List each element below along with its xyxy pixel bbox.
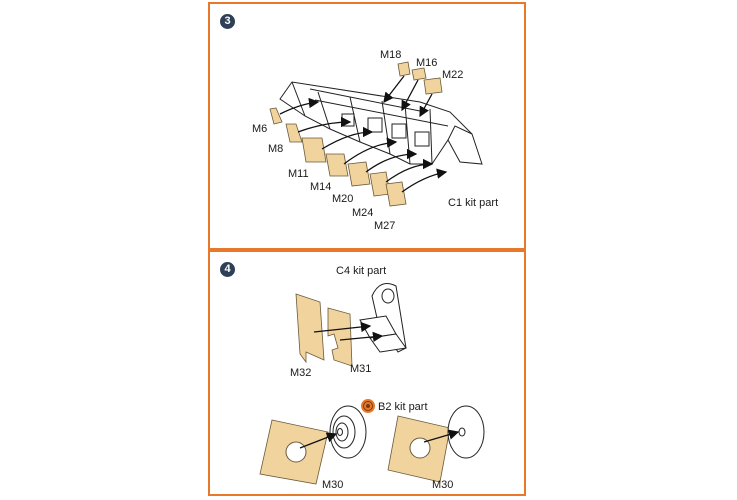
label-m30-left: M30 (322, 479, 343, 491)
b2-wheel-right (447, 405, 485, 459)
label-m30-right: M30 (432, 479, 453, 491)
label-m16: M16 (416, 57, 437, 69)
step-3-diagram: M18 M16 M22 M6 M8 M11 M14 M20 M24 M27 C1… (252, 49, 498, 232)
label-b2-kit-part: B2 kit part (378, 401, 428, 413)
step-3-panel: 3 (208, 2, 526, 250)
label-m32: M32 (290, 367, 311, 379)
mask-m6 (269, 107, 283, 125)
label-m11: M11 (288, 168, 309, 180)
label-m20: M20 (332, 193, 353, 205)
spiral-target-icon (361, 399, 375, 413)
mask-m32 (295, 293, 325, 364)
mask-m31 (327, 307, 353, 367)
label-m31: M31 (350, 363, 371, 375)
mask-m16 (411, 67, 427, 81)
label-m8: M8 (268, 143, 283, 155)
mask-m22 (423, 77, 443, 95)
mask-m8 (285, 123, 303, 143)
step-4-panel: 4 C4 kit part M32 M31 B2 kit part (208, 250, 526, 496)
mask-m18 (397, 61, 411, 77)
label-m24: M24 (352, 207, 373, 219)
label-m27: M27 (374, 220, 395, 232)
label-m14: M14 (310, 181, 331, 193)
mask-m20 (347, 161, 371, 187)
label-m18: M18 (380, 49, 401, 61)
b2-wheel-left (329, 405, 367, 459)
step-4-diagram: C4 kit part M32 M31 B2 kit part (259, 265, 485, 491)
mask-m14 (325, 153, 349, 177)
c4-kit-part (359, 283, 407, 353)
mask-m11 (301, 137, 327, 163)
label-m22: M22 (442, 69, 463, 81)
label-c4-kit-part: C4 kit part (336, 265, 386, 277)
step-3-badge: 3 (220, 14, 235, 29)
mask-m27 (385, 181, 407, 207)
label-c1-kit-part: C1 kit part (448, 197, 498, 209)
step-4-badge: 4 (220, 262, 235, 277)
label-m6: M6 (252, 123, 267, 135)
